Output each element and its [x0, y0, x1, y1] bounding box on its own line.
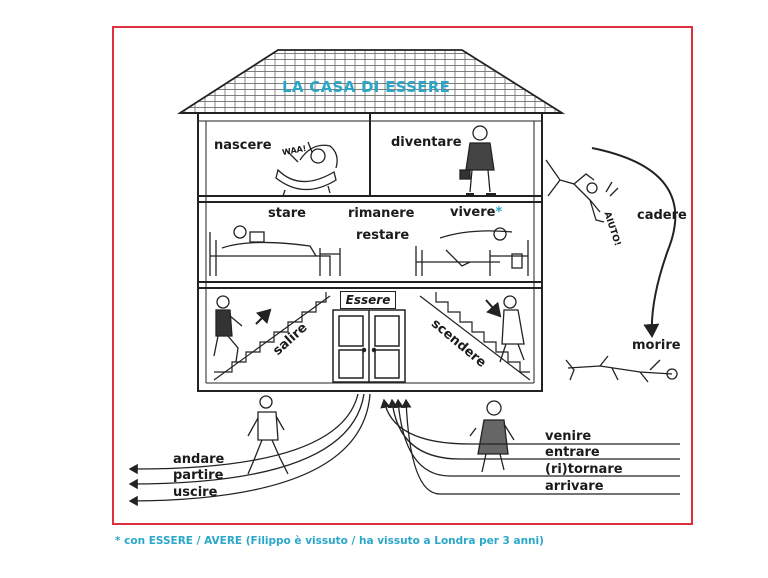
front-door [332, 309, 406, 383]
label-rimanere: rimanere [348, 206, 415, 221]
label-morire: morire [632, 338, 681, 353]
stairs-up [213, 292, 331, 381]
label-restare: restare [356, 228, 410, 243]
down-arrow [485, 299, 502, 318]
vivere-text: vivere [450, 205, 496, 220]
incoming-arrows [380, 398, 680, 495]
label-venire: venire [545, 429, 592, 444]
label-partire: partire [173, 468, 224, 483]
bed-left [209, 225, 341, 276]
man-walking-out [247, 395, 289, 475]
fallen-man [565, 355, 678, 383]
label-stare: stare [268, 206, 306, 221]
label-andare: andare [173, 452, 225, 467]
fall-arc [591, 147, 677, 338]
diagram-title: LA CASA DI ESSERE [282, 78, 451, 96]
label-nascere: nascere [214, 138, 272, 153]
label-uscire: uscire [173, 485, 218, 500]
up-arrow [255, 308, 272, 325]
door-sign: Essere [340, 291, 396, 309]
label-arrivare: arrivare [545, 479, 604, 494]
house [197, 112, 543, 392]
man-climbing [213, 295, 243, 363]
baby-cradle [275, 141, 338, 197]
label-vivere: vivere* [450, 205, 502, 220]
vivere-asterisk: * [495, 205, 503, 220]
bed-right [415, 227, 529, 276]
outgoing-arrows [128, 393, 371, 507]
label-cadere: cadere [637, 208, 687, 223]
man-in-suit [459, 125, 496, 195]
label-ritornare: (ri)tornare [545, 462, 623, 477]
stairs-down [419, 292, 531, 381]
label-diventare: diventare [391, 135, 462, 150]
outer-frame [112, 26, 693, 525]
woman-descending [499, 295, 525, 363]
woman-walking-in [469, 400, 515, 473]
label-entrare: entrare [545, 445, 600, 460]
footnote: * con ESSERE / AVERE (Filippo è vissuto … [115, 535, 544, 547]
falling-man [545, 159, 619, 223]
